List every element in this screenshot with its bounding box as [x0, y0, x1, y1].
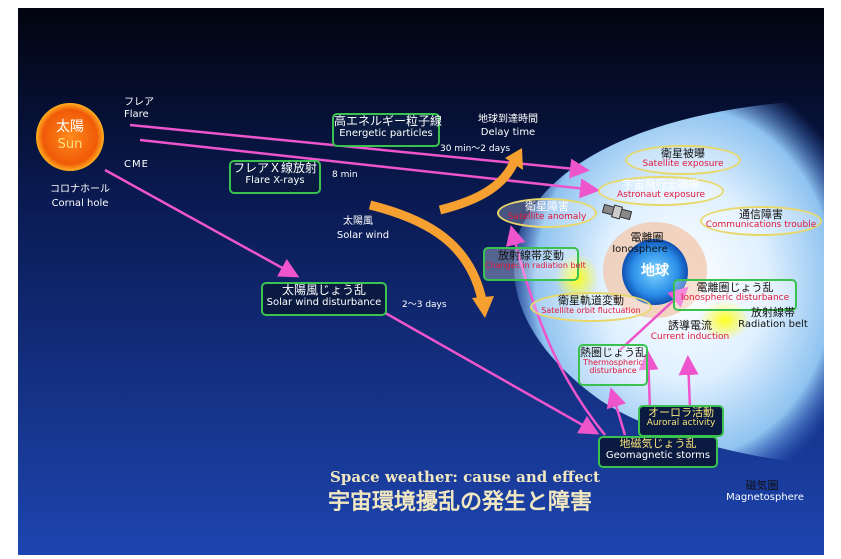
flare-label-jp: フレア [124, 97, 154, 108]
flare-xrays-box: フレアＸ線放射 Flare X-rays [229, 160, 321, 194]
coronal-hole-label-en: Cornal hole [51, 198, 109, 209]
satellite-exposure-en: Satellite exposure [642, 159, 724, 170]
current-induction-en: Current induction [650, 332, 730, 342]
energetic-particles-jp: 高エネルギー粒子線 [334, 114, 443, 128]
energetic-particles-en: Energetic particles [339, 128, 433, 140]
satellite-anomaly-en: Satellite anomaly [507, 212, 587, 223]
solar-wind-disturbance-jp: 太陽風じょう乱 [281, 283, 366, 297]
ionospheric-disturbance-box: 電離圏じょう乱 Ionospheric disturbance [673, 279, 797, 311]
flare-label-en: Flare [124, 109, 149, 120]
auroral-activity-en: Auroral activity [646, 418, 716, 429]
radiation-belt-jp: 放射線帯 [751, 306, 795, 319]
magnetosphere-en: Magnetosphere [726, 492, 804, 503]
title-jp: 宇宙環境擾乱の発生と障害 [328, 490, 593, 515]
orbit-fluctuation-en: Satellite orbit fluctuation [541, 306, 641, 316]
current-induction-jp: 誘導電流 [668, 319, 712, 332]
satellite-anomaly-box: 衛星障害 Satellite anomaly [497, 198, 597, 228]
solar-wind-disturbance-en: Solar wind disturbance [266, 297, 382, 309]
radiation-belt-change-en: Changes in radiation belt [485, 261, 586, 271]
communications-trouble-box: 通信障害 Communications trouble [700, 206, 822, 236]
ionospheric-disturbance-en: Ionospheric disturbance [680, 293, 790, 304]
solar-wind-jp: 太陽風 [343, 216, 373, 227]
solar-wind-en: Solar wind [336, 230, 390, 241]
magnetosphere-jp: 磁気圏 [745, 479, 779, 492]
auroral-activity-box: オーロラ活動 Auroral activity [638, 405, 724, 437]
astronaut-exposure-box: 宇宙飛行士被曝 Astronaut exposure [598, 176, 724, 206]
delay-30min: 30 min～2 days [440, 144, 511, 154]
auroral-activity-jp: オーロラ活動 [648, 406, 714, 419]
radiation-belt-change-box: 放射線帯変動 Changes in radiation belt [483, 247, 586, 281]
flare-xrays-jp: フレアＸ線放射 [232, 161, 317, 175]
communications-trouble-en: Communications trouble [705, 220, 817, 231]
delay-time-en: Delay time [480, 127, 536, 138]
solar-wind-disturbance-box: 太陽風じょう乱 Solar wind disturbance [261, 282, 387, 316]
astronaut-exposure-en: Astronaut exposure [616, 190, 706, 201]
ionosphere-jp: 電離圏 [630, 231, 664, 244]
coronal-hole-label-jp: コロナホール [50, 184, 110, 195]
communications-trouble-jp: 通信障害 [739, 208, 783, 221]
geomagnetic-storms-en: Geomagnetic storms [605, 450, 711, 462]
sun-label-jp: 太陽 [56, 119, 84, 135]
radiation-belt-change-jp: 放射線帯変動 [498, 249, 564, 262]
title-en: Space weather: cause and effect [330, 468, 600, 486]
satellite-exposure-jp: 衛星被曝 [661, 147, 705, 160]
thermospheric-disturbance-box: 熱圏じょう乱 Thermospheric disturbance [578, 344, 648, 386]
earth-label: 地球 [641, 263, 669, 279]
radiation-belt-en: Radiation belt [738, 319, 808, 330]
satellite-exposure-box: 衛星被曝 Satellite exposure [625, 145, 741, 175]
flare-xrays-en: Flare X-rays [245, 175, 305, 187]
astronaut-exposure-jp: 宇宙飛行士被曝 [622, 178, 700, 191]
cme-label: CME [124, 159, 149, 170]
thermospheric-disturbance-jp: 熱圏じょう乱 [580, 346, 646, 359]
sun-label-en: Sun [57, 137, 83, 152]
delay-2-3days: 2～3 days [402, 300, 447, 310]
geomagnetic-storms-box: 地磁気じょう乱 Geomagnetic storms [598, 436, 718, 468]
ionospheric-disturbance-jp: 電離圏じょう乱 [696, 281, 774, 294]
orbit-fluctuation-box: 衛星軌道変動 Satellite orbit fluctuation [530, 292, 652, 322]
geomagnetic-storms-jp: 地磁気じょう乱 [619, 437, 697, 450]
ionosphere-en: Ionosphere [612, 244, 668, 255]
delay-time-jp: 地球到達時間 [478, 114, 538, 125]
delay-8min: 8 min [332, 170, 358, 180]
thermospheric-disturbance-en: Thermospheric disturbance [583, 358, 643, 376]
satellite-anomaly-jp: 衛星障害 [525, 200, 569, 213]
energetic-particles-box: 高エネルギー粒子線 Energetic particles [332, 113, 443, 147]
orbit-fluctuation-jp: 衛星軌道変動 [558, 294, 624, 307]
